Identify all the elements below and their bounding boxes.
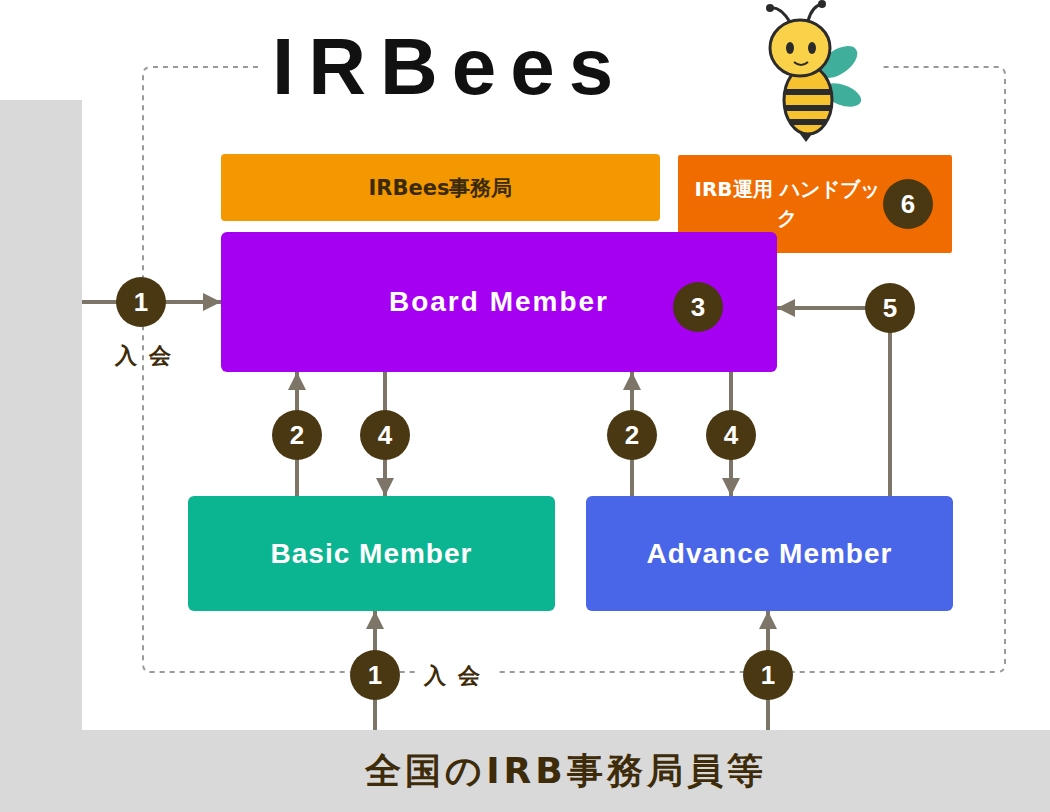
band-fill <box>0 100 1050 812</box>
box-label: IRB運用 ハンドブック <box>692 175 882 233</box>
advance-box: Advance Member <box>586 496 953 611</box>
callout-number: 4 <box>360 410 410 460</box>
system-region: IRBeesIRBees事務局IRB運用 ハンドブック6Board Member… <box>143 67 1005 672</box>
dashed-outline <box>143 67 1005 672</box>
office-box: IRBees事務局 <box>221 154 660 221</box>
callout-number: 1 <box>116 277 166 327</box>
source-band: 全国のIRB事務局員等 <box>0 100 1050 812</box>
band-shape <box>0 100 1050 812</box>
callout-number: 1 <box>743 650 793 700</box>
logo-title: IRBees <box>258 22 641 112</box>
board-box: Board Member3 <box>221 232 777 372</box>
box-label: Basic Member <box>188 538 555 570</box>
box-label: Advance Member <box>586 538 953 570</box>
callout-number: 3 <box>673 282 723 332</box>
callout-number: 6 <box>883 179 933 229</box>
join-label: 入会 <box>103 341 183 371</box>
callout-number: 2 <box>607 410 657 460</box>
band-label: 全国のIRB事務局員等 <box>82 730 1050 812</box>
basic-box: Basic Member <box>188 496 555 611</box>
join-label: 入会 <box>418 661 498 691</box>
callout-number: 5 <box>865 283 915 333</box>
connector-arrow <box>777 308 890 496</box>
callout-number: 2 <box>272 410 322 460</box>
callout-number: 4 <box>706 410 756 460</box>
bee-mascot <box>766 0 864 142</box>
callout-number: 1 <box>350 650 400 700</box>
box-label: IRBees事務局 <box>221 174 660 202</box>
